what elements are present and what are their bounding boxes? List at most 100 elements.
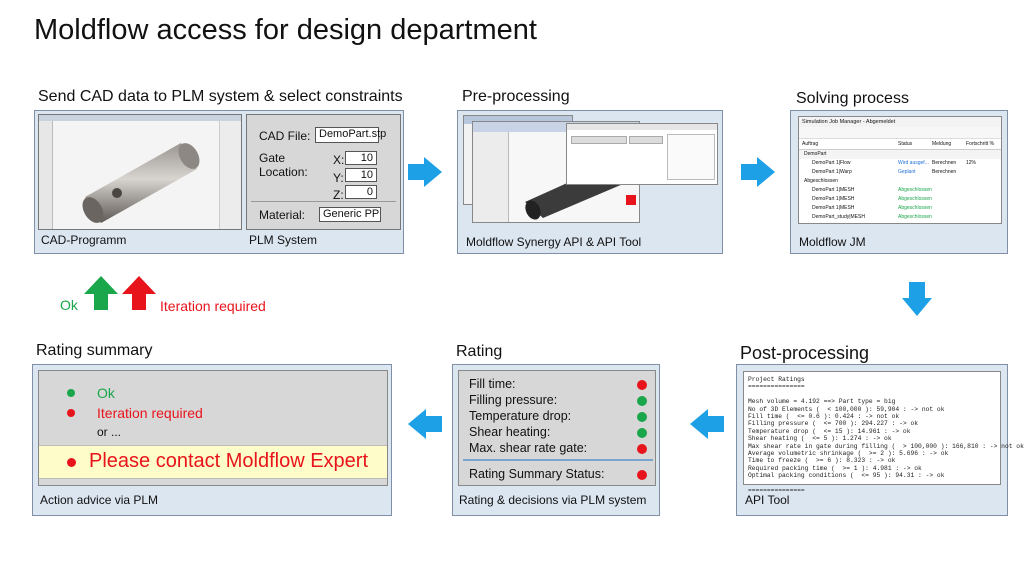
job-column-header[interactable]: Meldung xyxy=(932,141,952,147)
iteration-status-icon xyxy=(67,409,75,417)
job-cell-msg xyxy=(932,196,966,203)
arrow-up-red-icon xyxy=(122,276,156,294)
job-cell-prog xyxy=(966,214,998,221)
solving-label: Moldflow JM xyxy=(799,235,866,249)
gate-z-input[interactable]: 0 xyxy=(345,185,377,199)
cad-file-input[interactable]: DemoPart.stp xyxy=(315,127,386,143)
contact-expert-banner: Please contact Moldflow Expert xyxy=(39,445,387,479)
material-label: Material: xyxy=(259,208,306,222)
post-label: API Tool xyxy=(745,493,790,507)
job-row[interactable]: DemoPart 1|MESH Abgeschlossen xyxy=(799,195,1001,204)
contact-status-icon xyxy=(67,458,76,467)
x-label: X: xyxy=(333,153,345,167)
job-manager-window: Simulation Job Manager - Abgemeldet Auft… xyxy=(798,116,1002,224)
job-cell-status xyxy=(898,151,932,158)
ratings-report: Project Ratings =============== Mesh vol… xyxy=(743,371,1024,494)
job-cell-prog xyxy=(966,169,998,176)
ok-status-icon xyxy=(67,389,75,397)
cad-program-label: CAD-Programm xyxy=(41,233,127,247)
job-cell-msg xyxy=(932,214,966,221)
job-row[interactable]: DemoPart 1|MESH Abgeschlossen xyxy=(799,186,1001,195)
arrow-right-icon xyxy=(741,157,775,187)
feedback-iteration-label: Iteration required xyxy=(160,298,266,314)
job-cell-prog xyxy=(966,205,998,212)
summary-status-icon xyxy=(637,470,647,480)
step-title-pre: Pre-processing xyxy=(462,88,570,105)
step-title-solving: Solving process xyxy=(796,90,909,107)
job-row[interactable]: DemoPart xyxy=(799,150,1001,159)
arrow-left-icon xyxy=(690,409,724,439)
summary-box: Ok Iteration required or ... Please cont… xyxy=(38,370,388,486)
step-title-send: Send CAD data to PLM system & select con… xyxy=(38,88,403,105)
rating-status-icon xyxy=(637,412,647,422)
job-cell-msg xyxy=(932,178,966,185)
z-label: Z: xyxy=(333,188,344,202)
job-cell-msg: Berechnen xyxy=(932,169,957,175)
job-cell-name: DemoPart 1|MESH xyxy=(812,196,855,202)
job-row[interactable]: DemoPart 1|Flow Wird ausgef...Berechnen 12… xyxy=(799,159,1001,168)
job-cell-msg xyxy=(932,151,966,158)
post-panel: Project Ratings =============== Mesh vol… xyxy=(736,364,1024,516)
job-cell-name: Abgeschlossen xyxy=(804,178,838,184)
job-cell-status: Abgeschlossen xyxy=(898,187,932,193)
rating-summary-label: Rating Summary Status: xyxy=(469,467,605,481)
cad-screenshot xyxy=(38,114,242,230)
material-input[interactable]: Generic PP xyxy=(319,207,381,222)
rating-label: Rating & decisions via PLM system xyxy=(459,493,647,507)
job-row[interactable]: DemoPart 1|MESH Abgeschlossen xyxy=(799,204,1001,213)
summary-panel: Ok Iteration required or ... Please cont… xyxy=(32,364,392,516)
pre-panel: Moldflow Synergy API & API Tool xyxy=(457,110,723,254)
rating-item-label: Max. shear rate gate: xyxy=(469,441,588,455)
rating-status-icon xyxy=(637,444,647,454)
job-cell-status: Abgeschlossen xyxy=(898,196,932,202)
job-column-header[interactable]: Fortschritt % xyxy=(966,141,995,147)
status-marker-icon xyxy=(626,195,636,205)
cad-file-label: CAD File: xyxy=(259,129,311,143)
job-cell-prog xyxy=(966,187,998,194)
step-title-post: Post-processing xyxy=(740,343,870,363)
arrow-right-icon xyxy=(408,157,442,187)
rating-box: Fill time:Filling pressure:Temperature d… xyxy=(458,370,656,486)
rating-panel: Fill time:Filling pressure:Temperature d… xyxy=(452,364,660,516)
job-cell-name: DemoPart_study|MESH xyxy=(812,214,865,220)
job-cell-msg: Berechnen xyxy=(932,160,957,166)
job-row[interactable]: DemoPart 1|Warp Geplant Berechnen xyxy=(799,168,1001,177)
job-cell-name: DemoPart 1|MESH xyxy=(812,205,855,211)
job-cell-name: DemoPart 1|Warp xyxy=(812,169,852,175)
job-column-header[interactable]: Auftrag xyxy=(802,141,819,147)
gate-x-input[interactable]: 10 xyxy=(345,151,377,165)
step-title-summary: Rating summary xyxy=(36,342,153,359)
gate-y-input[interactable]: 10 xyxy=(345,168,377,182)
job-cell-name: DemoPart 1|MESH xyxy=(812,187,855,193)
solving-panel: Simulation Job Manager - Abgemeldet Auft… xyxy=(790,110,1008,254)
feedback-ok-label: Ok xyxy=(60,297,78,313)
rating-status-icon xyxy=(637,396,647,406)
job-cell-prog xyxy=(966,151,998,158)
job-cell-status: Wird ausgef... xyxy=(898,160,929,166)
send-panel: CAD-Programm CAD File: DemoPart.stp Gate… xyxy=(34,110,404,254)
job-cell-status: Abgeschlossen xyxy=(898,205,932,211)
job-column-header[interactable]: Status xyxy=(898,141,913,147)
job-cell-msg xyxy=(932,187,966,194)
rating-status-icon xyxy=(637,428,647,438)
step-title-rating: Rating xyxy=(456,343,503,360)
job-cell-name: DemoPart 1|Flow xyxy=(812,160,851,166)
job-cell-status: Geplant xyxy=(898,169,916,175)
summary-or: or ... xyxy=(97,425,122,439)
rating-item-label: Fill time: xyxy=(469,377,516,391)
plm-form: CAD File: DemoPart.stp Gate Location: X:… xyxy=(246,114,401,230)
rating-item-label: Filling pressure: xyxy=(469,393,558,407)
job-cell-prog: 12% xyxy=(966,160,977,166)
summary-label: Action advice via PLM xyxy=(40,493,159,507)
page-title: Moldflow access for design department xyxy=(34,14,537,46)
job-cell-msg xyxy=(932,205,966,212)
arrow-up-red-shaft xyxy=(132,294,146,310)
summary-contact: Please contact Moldflow Expert xyxy=(89,450,369,472)
job-cell-status xyxy=(898,178,932,185)
job-row[interactable]: Abgeschlossen xyxy=(799,177,1001,186)
job-cell-prog xyxy=(966,178,998,185)
job-cell-prog xyxy=(966,196,998,203)
summary-ok: Ok xyxy=(97,385,115,401)
